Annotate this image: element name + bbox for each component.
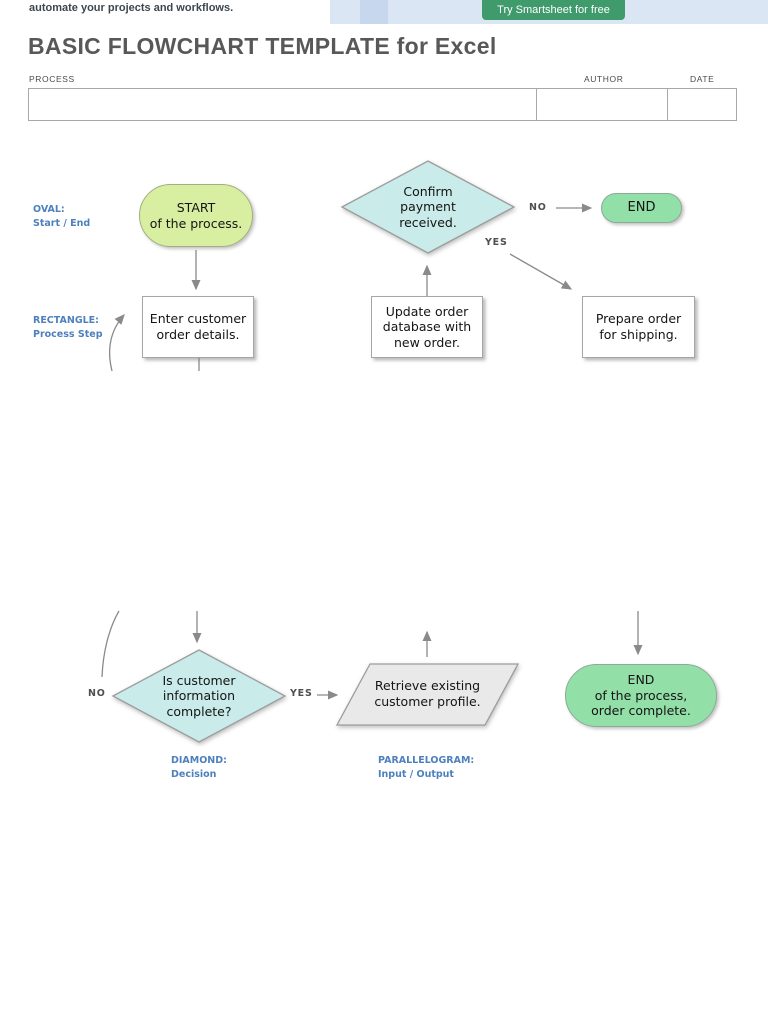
- end-bottom-oval: END of the process, order complete.: [565, 664, 717, 727]
- meta-table: [28, 88, 737, 121]
- process-value-cell[interactable]: [30, 89, 534, 120]
- no-label-top: NO: [529, 202, 547, 213]
- start-oval: START of the process.: [139, 184, 253, 247]
- author-value-cell[interactable]: [538, 89, 665, 120]
- connector-no-loop-lower: [101, 610, 120, 678]
- yes-label-bottom: YES: [290, 688, 313, 699]
- banner-accent-strip: [360, 0, 388, 24]
- process-column-label: PROCESS: [29, 74, 75, 84]
- no-label-bottom: NO: [88, 688, 106, 699]
- try-smartsheet-button[interactable]: Try Smartsheet for free: [482, 0, 625, 20]
- connector-confirm-yes-to-prepare: [509, 253, 573, 290]
- legend-parallelogram: PARALLELOGRAM: Input / Output: [378, 755, 475, 780]
- date-value-cell[interactable]: [669, 89, 735, 120]
- retrieve-profile-label: Retrieve existing customer profile.: [374, 678, 481, 709]
- update-db-rect: Update order database with new order.: [371, 296, 483, 358]
- confirm-payment-label: Confirm payment received.: [399, 183, 457, 230]
- legend-oval: OVAL: Start / End: [33, 204, 91, 229]
- page-title: BASIC FLOWCHART TEMPLATE for Excel: [28, 33, 497, 59]
- enter-order-rect: Enter customer order details.: [142, 296, 254, 358]
- meta-table-divider-1: [536, 88, 537, 121]
- legend-diamond: DIAMOND: Decision: [171, 755, 227, 780]
- author-column-label: AUTHOR: [584, 74, 624, 84]
- promo-banner: automate your projects and workflows. Tr…: [0, 0, 768, 24]
- end-top-oval: END: [601, 193, 682, 223]
- yes-label-top: YES: [485, 237, 508, 248]
- meta-table-divider-2: [667, 88, 668, 121]
- legend-rectangle: RECTANGLE: Process Step: [33, 315, 103, 340]
- banner-tagline: automate your projects and workflows.: [29, 2, 234, 14]
- date-column-label: DATE: [690, 74, 715, 84]
- prepare-order-rect: Prepare order for shipping.: [582, 296, 695, 358]
- info-complete-label: Is customer information complete?: [162, 672, 236, 719]
- connector-no-loop-upper: [108, 314, 125, 372]
